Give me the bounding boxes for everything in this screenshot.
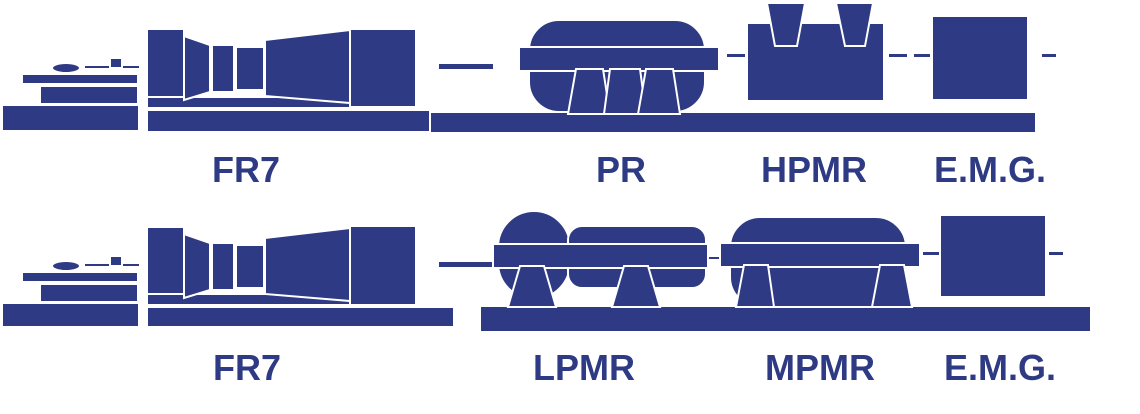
bottom-compressor-section [183, 232, 211, 300]
top-auxiliary-plate [21, 73, 139, 85]
top-auxiliary-valve [109, 57, 123, 69]
top-turbine-section [264, 28, 351, 105]
top-auxiliary-base-skid [1, 104, 140, 132]
bottom-lpmr-compressor [492, 210, 709, 308]
top-auxiliary-flange [51, 62, 81, 74]
top-hpmr-nozzle-2 [834, 2, 875, 47]
top-shaft-hpmr-emg-2 [912, 52, 932, 59]
bottom-emg-body [939, 214, 1047, 298]
label-top-fr7: FR7 [211, 149, 281, 190]
label-bottom-emg: E.M.G. [943, 347, 1057, 388]
top-turbine-base-skid [146, 109, 455, 133]
top-compressor-casing [211, 44, 235, 93]
bottom-mpmr-split-flange [719, 242, 921, 268]
top-pr-support-foot-3 [636, 68, 682, 115]
top-pr-compressor [518, 19, 720, 115]
label-bottom-mpmr: MPMR [765, 347, 875, 388]
label-top-pr: PR [595, 149, 647, 190]
top-gas-turbine-fr7 [1, 28, 495, 133]
bottom-auxiliary-block [39, 283, 139, 303]
bottom-shaft-lpmr-mpmr [707, 255, 721, 261]
bottom-compressor-train-base [479, 305, 1092, 333]
top-hpmr-nozzle-1 [765, 2, 807, 47]
top-exhaust-housing [349, 28, 417, 108]
bottom-coupling-shaft [437, 260, 495, 269]
bottom-mpmr-support-foot-1 [734, 264, 776, 308]
top-auxiliary-block [39, 85, 139, 105]
top-emg-shaft-end [1040, 52, 1058, 59]
bottom-gas-turbine-fr7 [1, 225, 495, 328]
top-coupling-shaft [437, 62, 495, 71]
bottom-auxiliary-flange [51, 260, 81, 272]
bottom-emg-shaft-end [1047, 250, 1065, 257]
top-shaft-hpmr-emg-1 [887, 52, 909, 59]
bottom-combustor-section [235, 244, 265, 289]
bottom-shaft-mpmr-emg [921, 250, 941, 257]
bottom-turbine-section [264, 226, 351, 303]
label-top-hpmr: HPMR [761, 149, 867, 190]
label-top-emg: E.M.G. [933, 149, 1047, 190]
bottom-lpmr-support-foot-2 [610, 265, 662, 308]
bottom-auxiliary-base-skid [1, 302, 140, 328]
label-bottom-fr7: FR7 [212, 347, 282, 388]
label-bottom-lpmr: LPMR [533, 347, 635, 388]
top-turbine-inlet-housing [146, 28, 185, 98]
top-emg-body [931, 15, 1029, 101]
top-emg-machine [931, 15, 1029, 101]
bottom-lpmr-support-foot-1 [506, 265, 558, 308]
top-pr-support-foot-1 [566, 68, 612, 115]
bottom-auxiliary-plate [21, 271, 139, 283]
bottom-emg-machine [939, 214, 1047, 298]
bottom-compressor-casing [211, 242, 235, 291]
bottom-auxiliary-valve [109, 255, 123, 267]
bottom-turbine-base-skid [146, 306, 455, 328]
top-compressor-train-base [429, 111, 1037, 134]
bottom-turbine-inlet-housing [146, 226, 185, 295]
bottom-lpmr-split-flange [492, 243, 709, 269]
top-pr-split-flange [518, 46, 720, 72]
top-combustor-section [235, 46, 265, 91]
bottom-mpmr-compressor [719, 216, 921, 308]
top-shaft-pr-hpmr [725, 52, 747, 59]
top-compressor-section [183, 34, 211, 102]
bottom-exhaust-housing [349, 225, 417, 306]
bottom-mpmr-support-foot-2 [870, 264, 914, 308]
top-hpmr-compressor [746, 2, 885, 102]
